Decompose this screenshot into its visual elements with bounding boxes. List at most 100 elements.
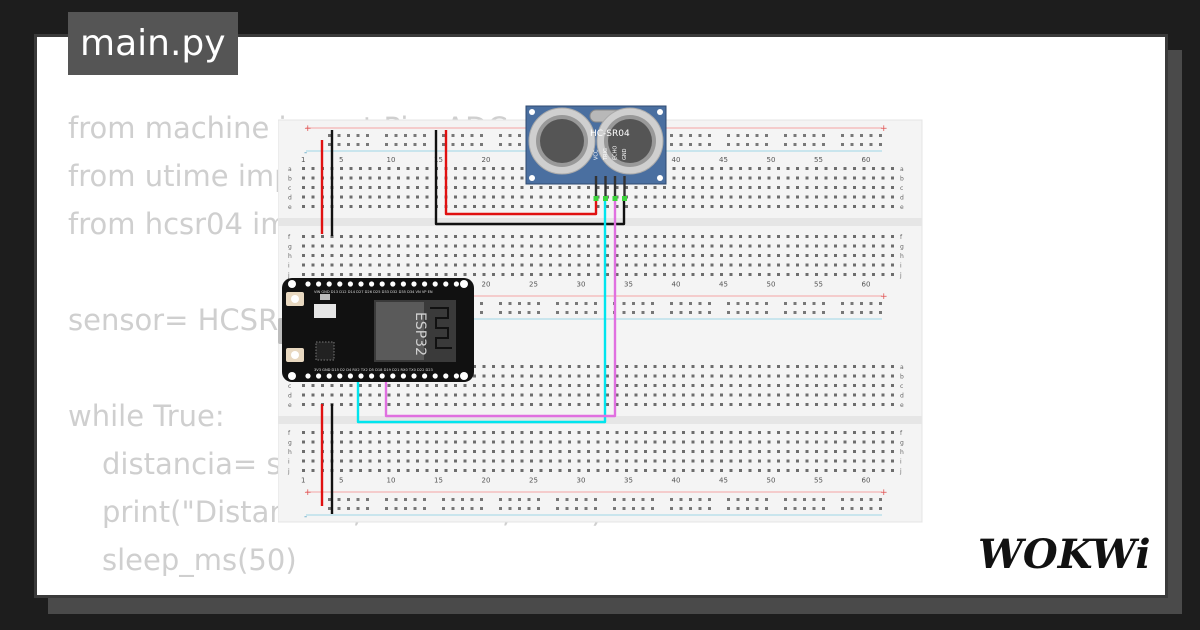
rail-hole[interactable] xyxy=(575,498,578,501)
breadboard-hole[interactable] xyxy=(891,244,894,248)
rail-hole[interactable] xyxy=(793,507,797,510)
breadboard-hole[interactable] xyxy=(682,167,685,170)
breadboard-hole[interactable] xyxy=(634,374,638,378)
breadboard-hole[interactable] xyxy=(387,393,391,397)
breadboard-hole[interactable] xyxy=(492,167,495,170)
breadboard-hole[interactable] xyxy=(454,431,457,434)
esp32-pin[interactable] xyxy=(305,281,311,287)
breadboard-hole[interactable] xyxy=(796,403,799,406)
breadboard-hole[interactable] xyxy=(596,273,600,276)
breadboard-hole[interactable] xyxy=(701,205,704,208)
breadboard-hole[interactable] xyxy=(710,393,714,397)
breadboard-hole[interactable] xyxy=(739,393,742,397)
breadboard-hole[interactable] xyxy=(853,403,856,406)
esp32-pin[interactable] xyxy=(358,281,364,287)
rail-hole[interactable] xyxy=(565,302,569,305)
breadboard-hole[interactable] xyxy=(672,167,676,170)
rail-hole[interactable] xyxy=(698,302,702,305)
rail-hole[interactable] xyxy=(850,507,854,510)
breadboard-hole[interactable] xyxy=(606,186,609,189)
rail-hole[interactable] xyxy=(736,302,740,305)
rail-hole[interactable] xyxy=(850,302,854,305)
rail-hole[interactable] xyxy=(451,507,455,510)
esp32-pin[interactable] xyxy=(443,373,449,379)
breadboard-hole[interactable] xyxy=(891,167,894,170)
breadboard-hole[interactable] xyxy=(862,235,866,238)
breadboard-hole[interactable] xyxy=(302,273,305,276)
rail-hole[interactable] xyxy=(328,143,331,146)
breadboard-hole[interactable] xyxy=(520,393,524,397)
sensor-pin[interactable] xyxy=(594,176,598,198)
breadboard-hole[interactable] xyxy=(473,205,476,208)
breadboard-hole[interactable] xyxy=(397,431,400,434)
breadboard-hole[interactable] xyxy=(663,195,666,199)
breadboard-hole[interactable] xyxy=(672,254,676,257)
rail-hole[interactable] xyxy=(385,498,388,501)
rail-hole[interactable] xyxy=(461,507,464,510)
breadboard-hole[interactable] xyxy=(815,205,818,208)
breadboard-hole[interactable] xyxy=(368,403,372,406)
breadboard-hole[interactable] xyxy=(501,195,505,199)
breadboard-hole[interactable] xyxy=(539,431,543,434)
breadboard-hole[interactable] xyxy=(577,205,581,208)
rail-hole[interactable] xyxy=(879,311,882,314)
breadboard-hole[interactable] xyxy=(387,195,391,199)
breadboard-hole[interactable] xyxy=(435,244,438,248)
breadboard-hole[interactable] xyxy=(881,384,885,387)
breadboard-hole[interactable] xyxy=(482,431,486,434)
rail-hole[interactable] xyxy=(689,302,692,305)
esp32-pin[interactable] xyxy=(400,281,406,287)
rail-hole[interactable] xyxy=(708,134,711,137)
breadboard-hole[interactable] xyxy=(359,244,362,248)
breadboard-hole[interactable] xyxy=(663,393,666,397)
breadboard-hole[interactable] xyxy=(796,186,799,189)
rail-hole[interactable] xyxy=(470,507,474,510)
rail-hole[interactable] xyxy=(356,134,360,137)
rail-hole[interactable] xyxy=(670,302,673,305)
rail-hole[interactable] xyxy=(679,143,683,146)
breadboard-hole[interactable] xyxy=(805,393,809,397)
breadboard-hole[interactable] xyxy=(777,393,780,397)
breadboard-hole[interactable] xyxy=(729,365,733,368)
rail-hole[interactable] xyxy=(803,134,806,137)
rail-hole[interactable] xyxy=(508,498,512,501)
breadboard-hole[interactable] xyxy=(843,431,847,434)
esp32-pin[interactable] xyxy=(411,373,417,379)
breadboard-hole[interactable] xyxy=(824,235,828,238)
breadboard-hole[interactable] xyxy=(872,393,875,397)
breadboard-hole[interactable] xyxy=(644,431,647,434)
breadboard-hole[interactable] xyxy=(758,195,761,199)
breadboard-hole[interactable] xyxy=(606,205,609,208)
rail-hole[interactable] xyxy=(527,507,531,510)
breadboard-hole[interactable] xyxy=(720,469,723,472)
breadboard-hole[interactable] xyxy=(729,440,733,444)
breadboard-hole[interactable] xyxy=(596,450,600,453)
sensor-pin[interactable] xyxy=(613,176,617,198)
breadboard-hole[interactable] xyxy=(577,431,581,434)
breadboard-hole[interactable] xyxy=(739,167,742,170)
breadboard-hole[interactable] xyxy=(691,374,695,378)
breadboard-hole[interactable] xyxy=(606,393,609,397)
breadboard-hole[interactable] xyxy=(558,459,562,463)
rail-hole[interactable] xyxy=(698,311,702,314)
breadboard-hole[interactable] xyxy=(729,235,733,238)
breadboard-hole[interactable] xyxy=(520,167,524,170)
breadboard-hole[interactable] xyxy=(549,459,552,463)
breadboard-hole[interactable] xyxy=(492,431,495,434)
breadboard-hole[interactable] xyxy=(511,195,514,199)
breadboard-hole[interactable] xyxy=(444,384,448,387)
breadboard-hole[interactable] xyxy=(786,235,790,238)
breadboard-hole[interactable] xyxy=(492,440,495,444)
rail-hole[interactable] xyxy=(451,134,455,137)
breadboard-hole[interactable] xyxy=(710,167,714,170)
breadboard-hole[interactable] xyxy=(834,365,837,368)
breadboard-hole[interactable] xyxy=(739,205,742,208)
rail-hole[interactable] xyxy=(366,507,369,510)
breadboard-hole[interactable] xyxy=(862,176,866,180)
breadboard-hole[interactable] xyxy=(482,403,486,406)
breadboard-hole[interactable] xyxy=(444,440,448,444)
breadboard-hole[interactable] xyxy=(682,195,685,199)
rail-hole[interactable] xyxy=(822,498,825,501)
rail-hole[interactable] xyxy=(565,507,569,510)
breadboard-hole[interactable] xyxy=(387,176,391,180)
